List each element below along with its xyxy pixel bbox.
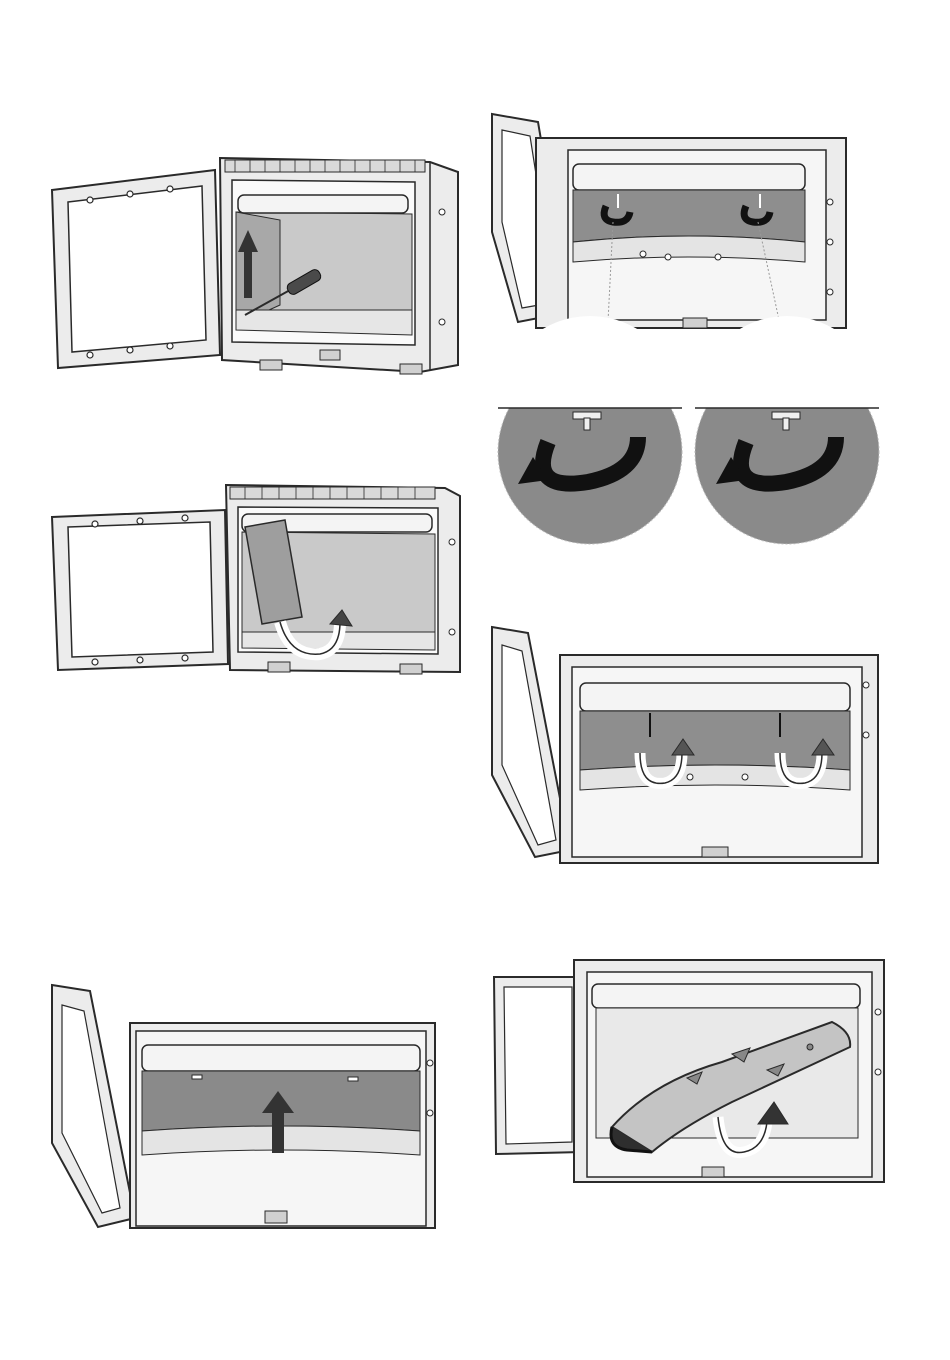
fireplace-insert-icon	[50, 482, 470, 682]
figure-step-6	[492, 952, 897, 1190]
figure-step-1	[50, 150, 470, 380]
figure-step-3	[488, 112, 888, 552]
fireplace-insert-icon	[488, 112, 888, 552]
figure-step-5	[50, 983, 442, 1231]
fireplace-insert-icon	[492, 952, 897, 1190]
magnifier-circle-icon	[498, 316, 879, 544]
figure-step-2	[50, 482, 470, 682]
fireplace-insert-icon	[490, 625, 890, 865]
fireplace-insert-icon	[50, 150, 470, 380]
figure-step-4	[490, 625, 890, 865]
fireplace-insert-icon	[50, 983, 442, 1231]
